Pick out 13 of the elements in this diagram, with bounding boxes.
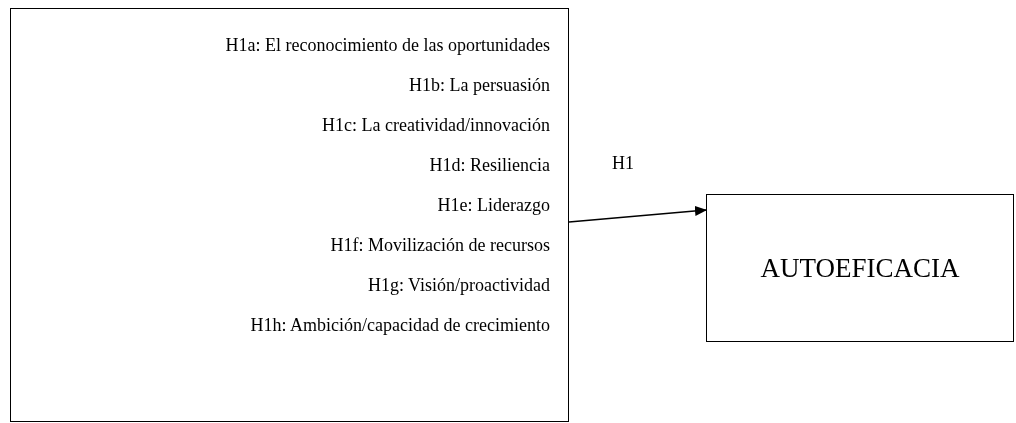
arrow bbox=[568, 206, 707, 223]
hypothesis-text: H1e: Liderazgo bbox=[437, 194, 550, 217]
hypothesis-text: H1d: Resiliencia bbox=[429, 154, 550, 177]
hypothesis-text: H1b: La persuasión bbox=[409, 74, 550, 97]
hypothesis-text: H1h: Ambición/capacidad de crecimiento bbox=[250, 314, 550, 337]
hypotheses-box bbox=[10, 8, 569, 422]
construct-box bbox=[706, 194, 1014, 342]
edge-label: H1 bbox=[612, 154, 634, 172]
hypothesis-text: H1c: La creatividad/innovación bbox=[322, 114, 550, 137]
hypothesis-text: H1g: Visión/proactividad bbox=[367, 274, 550, 297]
construct-label: AUTOEFICACIA bbox=[760, 254, 960, 282]
hypothesis-text: H1a: El reconocimiento de las oportunidades bbox=[225, 34, 550, 57]
hypothesis-text: H1f: Movilización de recursos bbox=[330, 234, 550, 257]
